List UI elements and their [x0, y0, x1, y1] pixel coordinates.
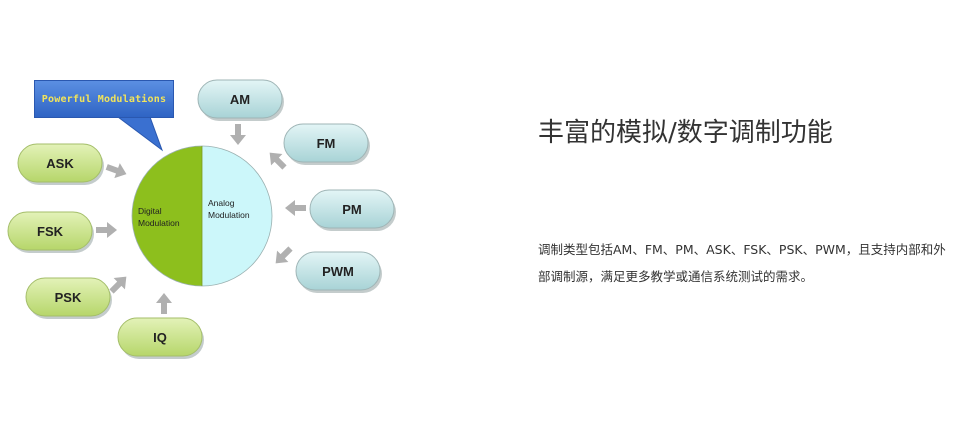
digital-half [132, 146, 202, 286]
analog-half [202, 146, 272, 286]
node-pm: PM [309, 189, 396, 231]
arrow-am [230, 124, 246, 145]
node-ask-label: ASK [46, 156, 74, 171]
arrow-pwm [275, 246, 293, 264]
arrow-ask [105, 163, 127, 179]
analog-label-line1: Analog [208, 198, 235, 208]
node-am: AM [197, 79, 284, 121]
digital-label-line1: Digital [138, 206, 162, 216]
node-am-label: AM [230, 92, 250, 107]
callout-box: Powerful Modulations [34, 80, 174, 118]
node-psk-label: PSK [55, 290, 82, 305]
node-fm-label: FM [317, 136, 336, 151]
center-circle: Digital Modulation Analog Modulation [131, 145, 273, 287]
arrow-pm [285, 200, 306, 216]
node-pwm-label: PWM [322, 264, 354, 279]
node-ask: ASK [17, 143, 104, 185]
arrow-fm [269, 152, 287, 170]
node-fm: FM [283, 123, 370, 165]
callout-text: Powerful Modulations [41, 93, 167, 105]
node-pm-label: PM [342, 202, 362, 217]
modulation-diagram: Digital Modulation Analog Modulation [7, 79, 396, 359]
digital-label-line2: Modulation [138, 218, 180, 228]
node-psk: PSK [25, 277, 112, 319]
node-fsk: FSK [7, 211, 94, 253]
analog-label-line2: Modulation [208, 210, 250, 220]
node-fsk-label: FSK [37, 224, 64, 239]
arrow-iq [156, 293, 172, 314]
arrow-fsk [96, 222, 117, 238]
feature-headline: 丰富的模拟/数字调制功能 [538, 118, 833, 148]
node-iq-label: IQ [153, 330, 167, 345]
node-pwm: PWM [295, 251, 382, 293]
arrows [96, 124, 306, 314]
feature-description: 调制类型包括AM、FM、PM、ASK、FSK、PSK、PWM，且支持内部和外部调… [538, 242, 946, 284]
arrow-psk [109, 276, 127, 294]
callout-pointer [116, 116, 164, 152]
node-iq: IQ [117, 317, 204, 359]
